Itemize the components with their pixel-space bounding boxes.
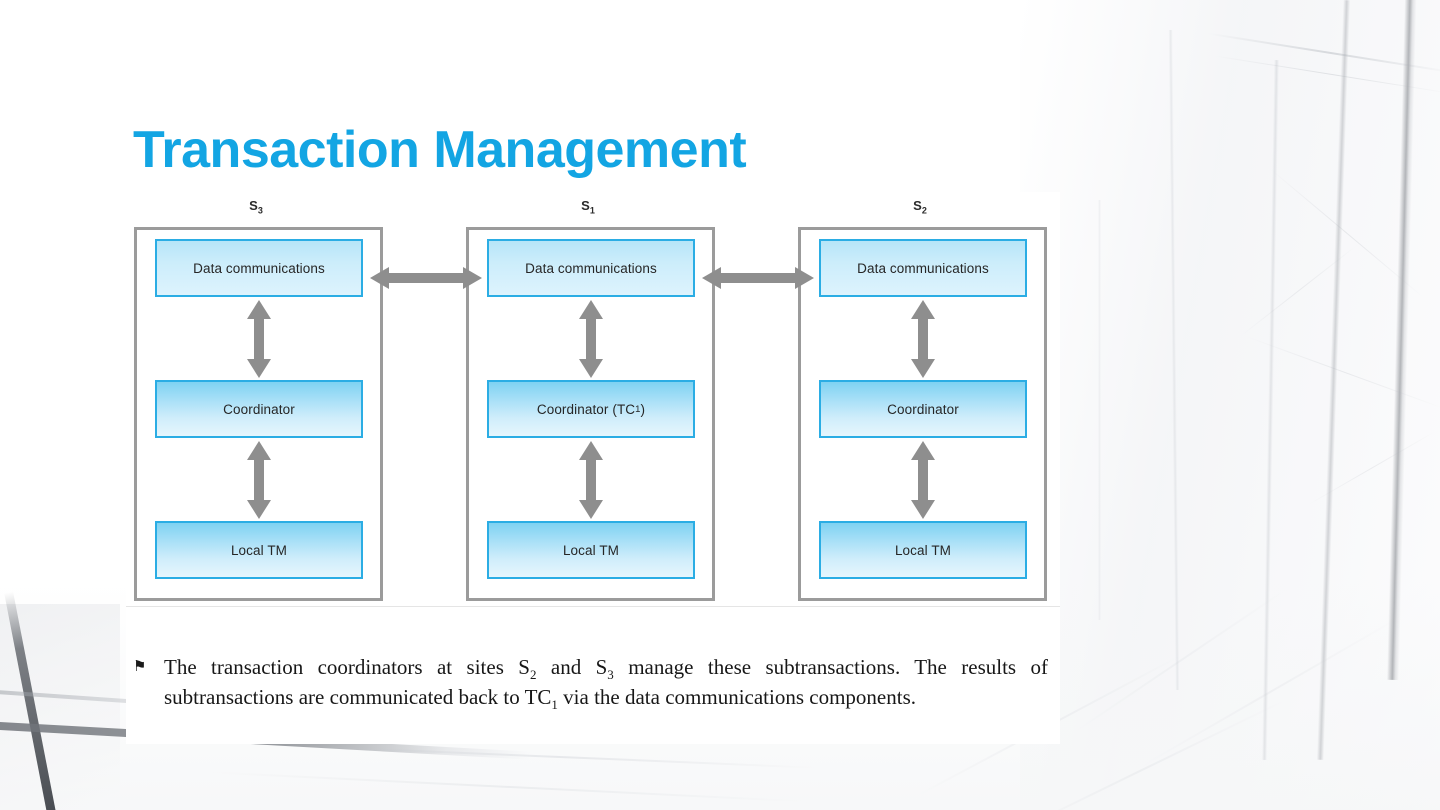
window-frame-vertical — [4, 591, 57, 810]
background-right-wash — [1020, 0, 1440, 810]
node-coordinator-s3: Coordinator — [155, 380, 363, 438]
para-segment-1: The transaction coordinators at sites S — [164, 655, 530, 679]
site-label-s1-prefix: S — [581, 198, 590, 213]
link-arrow-s1-s2 — [702, 265, 814, 291]
site-label-s1: S1 — [463, 198, 713, 216]
arrow-coordinator-localtm-s3 — [245, 441, 273, 519]
floor-slat-5 — [1071, 587, 1289, 735]
glass-reflection-line-5 — [1246, 336, 1440, 409]
glass-reflection-line-2 — [1213, 55, 1440, 94]
node-local-tm-s3: Local TM — [155, 521, 363, 579]
glass-reflection-line-3 — [1269, 167, 1423, 298]
flag-bullet-icon: ⚑ — [133, 657, 147, 675]
para-subscript-3: 1 — [551, 697, 558, 713]
para-segment-2: and S — [536, 655, 608, 679]
glass-reflection-line-4 — [1239, 243, 1359, 338]
node-data-communications-s2: Data communications — [819, 239, 1027, 297]
window-mullion-3 — [1261, 60, 1280, 760]
window-pane-shade — [0, 604, 120, 810]
link-arrow-s3-s1 — [370, 265, 482, 291]
node-coordinator-s1-suffix: ) — [640, 401, 646, 417]
page-title: Transaction Management — [133, 121, 747, 179]
node-coordinator-s2: Coordinator — [819, 380, 1027, 438]
node-coordinator-s1-subscript: 1 — [635, 403, 641, 415]
floor-slat-6 — [1141, 615, 1403, 767]
body-paragraph-text: The transaction coordinators at sites S2… — [164, 654, 1048, 714]
para-segment-3: manage these subtransactions. The result… — [164, 655, 1049, 710]
node-local-tm-s1: Local TM — [487, 521, 695, 579]
site-label-s3: S3 — [131, 198, 381, 216]
para-segment-4: via the data communications components. — [557, 685, 916, 710]
site-label-s2-prefix: S — [913, 198, 922, 213]
node-local-tm-s2: Local TM — [819, 521, 1027, 579]
site-label-s1-subscript: 1 — [589, 205, 595, 216]
node-coordinator-s1-text: Coordinator (TC — [536, 401, 636, 417]
window-mullion-4 — [1168, 29, 1180, 691]
figure-card: S3 S1 S2 Data communications Coordinator… — [126, 192, 1060, 744]
glass-reflection-line-1 — [1207, 32, 1440, 74]
floor-slat-1 — [300, 745, 820, 769]
node-data-communications-s3: Data communications — [155, 239, 363, 297]
arrow-datacomm-coordinator-s1 — [577, 300, 605, 378]
site-label-s3-subscript: 3 — [257, 205, 263, 216]
site-label-s2-subscript: 2 — [921, 205, 927, 216]
node-data-communications-s1: Data communications — [487, 239, 695, 297]
arrow-datacomm-coordinator-s3 — [245, 300, 273, 378]
site-panel-s3: Data communications Coordinator Local TM — [134, 227, 383, 601]
window-mullion-2 — [1316, 0, 1351, 760]
site-label-s3-prefix: S — [249, 198, 258, 213]
site-panel-s2: Data communications Coordinator Local TM — [798, 227, 1047, 601]
body-paragraph: ⚑ The transaction coordinators at sites … — [130, 654, 1048, 714]
arrow-datacomm-coordinator-s2 — [909, 300, 937, 378]
para-subscript-1: 2 — [529, 667, 537, 683]
floor-slat-2 — [210, 771, 810, 803]
scan-divider — [126, 606, 1060, 607]
para-subscript-2: 3 — [607, 667, 614, 683]
arrow-coordinator-localtm-s1 — [577, 441, 605, 519]
site-label-s2: S2 — [795, 198, 1045, 216]
window-mullion-5 — [1098, 200, 1101, 620]
glass-reflection-line-6 — [1305, 430, 1437, 507]
arrow-coordinator-localtm-s2 — [909, 441, 937, 519]
window-mullion-1 — [1386, 0, 1418, 681]
